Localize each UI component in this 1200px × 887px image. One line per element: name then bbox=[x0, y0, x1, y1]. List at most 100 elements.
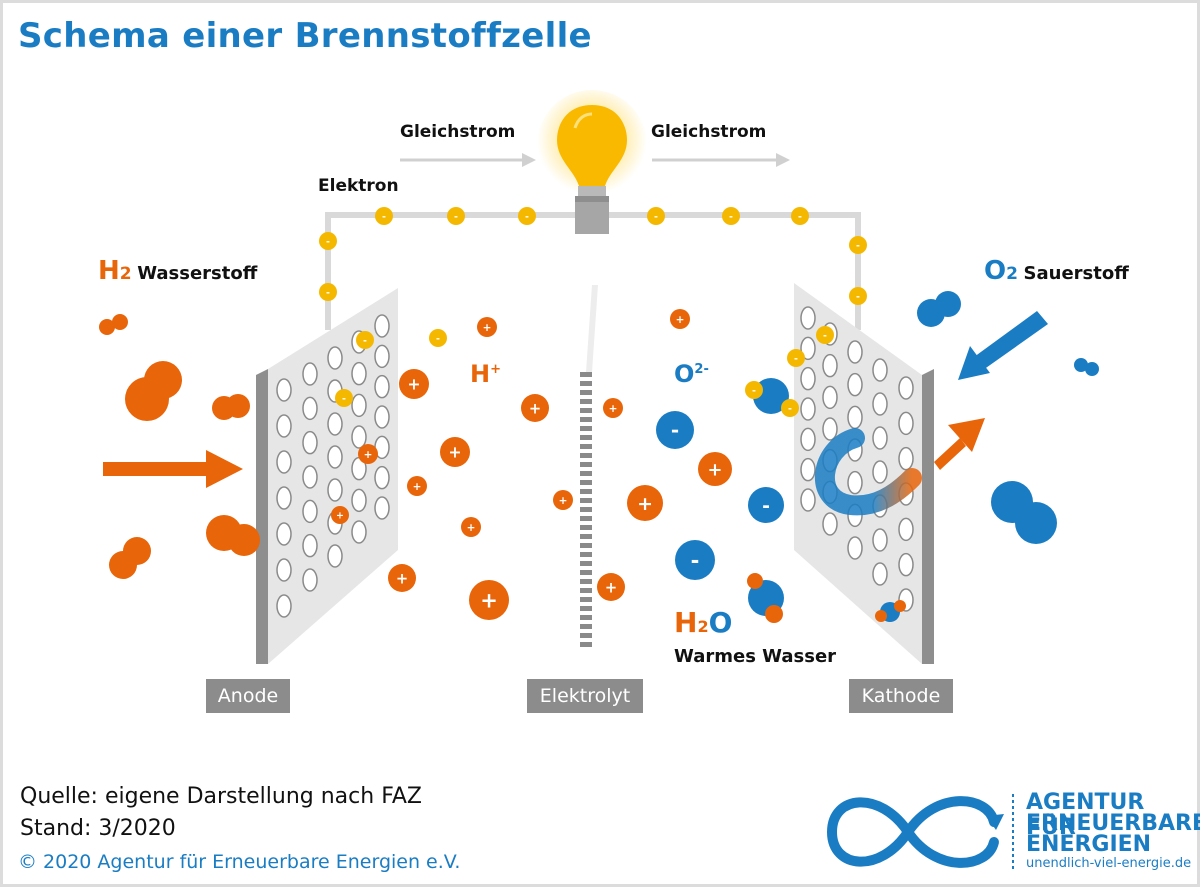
plate-hole bbox=[302, 499, 318, 524]
oxide-ion-particle: - bbox=[675, 540, 715, 580]
electron-label: Elektron bbox=[318, 176, 399, 196]
svg-text:-: - bbox=[454, 211, 458, 222]
proton-particle: + bbox=[670, 309, 690, 329]
proton-particle: + bbox=[461, 517, 481, 537]
anode-tag: Anode bbox=[206, 679, 290, 713]
proton-particle: + bbox=[553, 490, 573, 510]
protons: ++++++++++++++++ bbox=[331, 309, 732, 620]
svg-text:+: + bbox=[364, 449, 373, 461]
hydrogen-inflow-arrow-icon bbox=[103, 450, 243, 488]
dc-arrow-left-icon bbox=[400, 153, 536, 167]
plate-hole bbox=[351, 488, 367, 513]
dc-label-left: Gleichstrom bbox=[400, 122, 516, 142]
plate-hole bbox=[898, 446, 914, 471]
plate-hole bbox=[847, 340, 863, 364]
plate-hole bbox=[327, 544, 343, 568]
copyright-note: © 2020 Agentur für Erneuerbare Energien … bbox=[18, 851, 461, 873]
svg-text:-: - bbox=[382, 211, 386, 222]
plate-hole bbox=[302, 396, 318, 421]
proton-particle: + bbox=[407, 476, 427, 496]
svg-text:-: - bbox=[436, 333, 440, 344]
svg-text:-: - bbox=[762, 495, 770, 517]
svg-text:-: - bbox=[788, 403, 792, 414]
logo-line-2: ERNEUERBARE bbox=[1026, 811, 1200, 836]
plate-hole bbox=[800, 457, 816, 482]
proton-charge: + bbox=[490, 362, 501, 377]
plate-hole bbox=[351, 393, 367, 418]
plate-hole bbox=[276, 378, 292, 402]
plate-hole bbox=[847, 470, 863, 495]
electron-particle: - bbox=[647, 207, 665, 225]
plate-hole bbox=[276, 558, 292, 582]
svg-text:-: - bbox=[326, 236, 330, 247]
proton-particle: + bbox=[388, 564, 416, 592]
water-molecules bbox=[747, 573, 906, 623]
plate-hole bbox=[847, 405, 863, 430]
plate-hole bbox=[327, 346, 343, 370]
dc-label-right: Gleichstrom bbox=[651, 122, 767, 142]
o2-formula-sub: 2 bbox=[1006, 264, 1018, 284]
logo-line-3: ENERGIEN bbox=[1026, 832, 1152, 857]
proton-particle: + bbox=[521, 394, 549, 422]
electron-particle: - bbox=[319, 232, 337, 250]
anode-plate bbox=[256, 288, 398, 664]
plate-hole bbox=[822, 385, 838, 410]
svg-text:+: + bbox=[448, 443, 461, 462]
electron-particle: - bbox=[849, 236, 867, 254]
svg-text:-: - bbox=[856, 291, 860, 302]
plate-hole bbox=[898, 552, 914, 577]
proton-particle: + bbox=[698, 452, 732, 486]
plate-hole bbox=[872, 426, 888, 450]
svg-text:-: - bbox=[856, 240, 860, 251]
plate-hole bbox=[302, 362, 318, 386]
warm-water-hook-icon bbox=[815, 428, 922, 516]
plate-hole bbox=[351, 520, 367, 544]
dc-arrow-right-icon bbox=[652, 153, 790, 167]
svg-text:+: + bbox=[407, 375, 420, 394]
electron-particle: - bbox=[781, 399, 799, 417]
plate-hole bbox=[374, 314, 390, 338]
svg-text:-: - bbox=[823, 330, 827, 341]
oxide-formula: O bbox=[674, 360, 695, 388]
plate-hole bbox=[302, 568, 318, 592]
o2-formula: O bbox=[984, 256, 1007, 286]
oxygen-molecules bbox=[753, 291, 1099, 544]
plate-hole bbox=[276, 522, 292, 546]
oxygen-label: O2 Sauerstoff bbox=[984, 256, 1129, 286]
svg-text:+: + bbox=[396, 570, 408, 587]
infinity-logo-icon bbox=[826, 794, 1014, 872]
anode-holes bbox=[276, 314, 390, 618]
plate-hole bbox=[276, 450, 292, 474]
oxide-ion-particle: - bbox=[656, 411, 694, 449]
svg-text:+: + bbox=[529, 400, 541, 417]
svg-text:-: - bbox=[326, 287, 330, 298]
svg-text:-: - bbox=[752, 385, 756, 396]
plate-hole bbox=[898, 517, 914, 542]
plate-hole bbox=[800, 306, 816, 330]
hydrogen-name: Wasserstoff bbox=[137, 263, 258, 284]
svg-text:+: + bbox=[559, 495, 568, 507]
electron-particle: - bbox=[319, 283, 337, 301]
plate-hole bbox=[822, 353, 838, 378]
oxide-ions: - - - bbox=[656, 411, 784, 580]
plate-hole bbox=[898, 411, 914, 436]
plate-hole bbox=[276, 486, 292, 510]
plate-hole bbox=[374, 465, 390, 490]
proton-particle: + bbox=[399, 369, 429, 399]
proton-particle: + bbox=[597, 573, 625, 601]
electron-particle: - bbox=[722, 207, 740, 225]
water-formula-sub: 2 bbox=[697, 617, 709, 636]
svg-text:-: - bbox=[342, 393, 346, 404]
plate-hole bbox=[800, 336, 816, 361]
svg-text:-: - bbox=[363, 335, 367, 346]
plate-hole bbox=[276, 594, 292, 618]
warm-water-label: Warmes Wasser bbox=[674, 646, 837, 667]
svg-text:+: + bbox=[483, 322, 492, 334]
date-note: Stand: 3/2020 bbox=[20, 816, 176, 841]
oxygen-name: Sauerstoff bbox=[1023, 263, 1129, 284]
proton-particle: + bbox=[469, 580, 509, 620]
electrolyte-tag: Elektrolyt bbox=[527, 679, 643, 713]
h2-formula: H bbox=[98, 256, 120, 286]
proton-particle: + bbox=[358, 444, 378, 464]
